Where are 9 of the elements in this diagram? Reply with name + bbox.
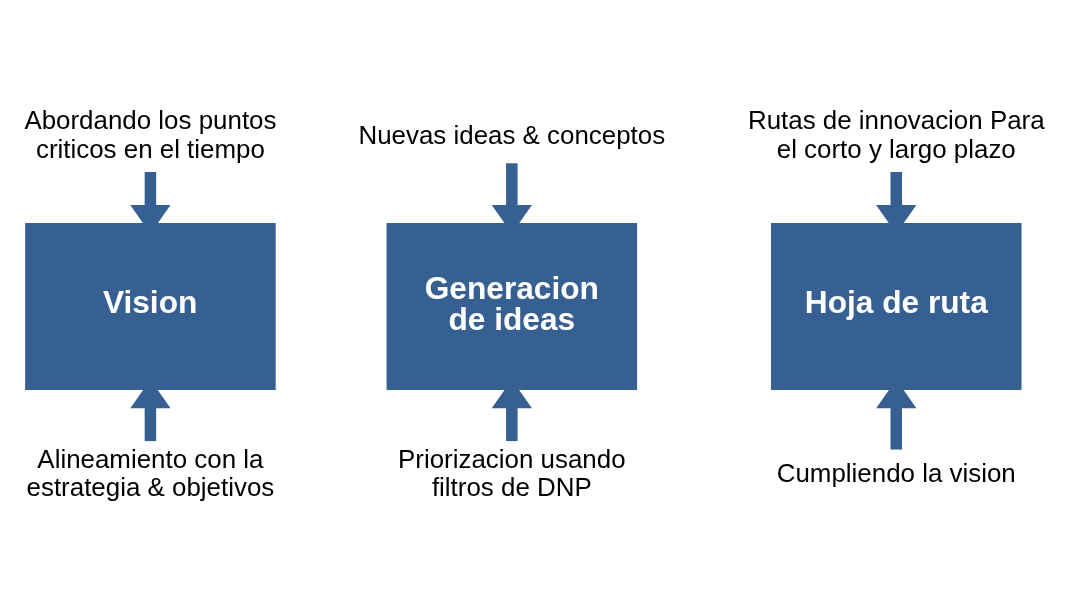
node-text: Abordando los puntos criticos en el tiempo [24, 106, 277, 164]
node-box: Vision [25, 223, 276, 390]
node-text: Nuevas ideas & conceptos [358, 120, 666, 149]
node-text: Priorizacion usando filtros de DNP [398, 444, 626, 502]
node-text: Cumpliendo la vision [776, 459, 1016, 488]
node-box: Hoja de ruta [771, 223, 1022, 390]
node-box: Generacion de ideas [386, 223, 638, 390]
node-text: Alineamiento con la estrategia & objetivos [26, 444, 275, 502]
node-text: Rutas de innovacion Para el corto y largo plazo [747, 106, 1045, 164]
